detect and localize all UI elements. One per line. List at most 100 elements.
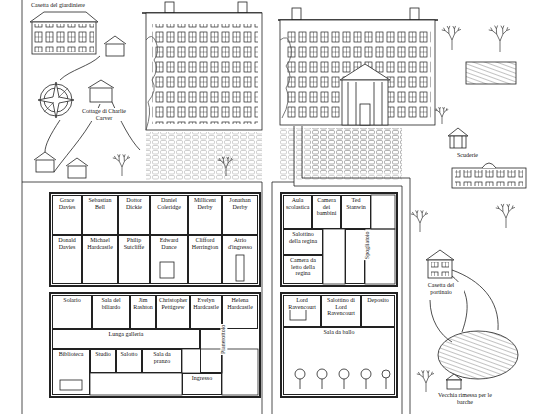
room-box: Pianerottolo: [200, 329, 222, 373]
tree-branch: [427, 370, 428, 373]
room-box: Clifford Herrington: [188, 235, 222, 284]
room-name: Grace Davies: [54, 197, 80, 210]
room-box: Camera da letto della regina: [283, 255, 323, 284]
tree-branch: [496, 25, 497, 28]
tree-branch: [423, 373, 424, 377]
room-box: Lunga galleria: [52, 329, 200, 349]
tree-branch: [501, 204, 503, 207]
tree-branch: [223, 157, 225, 159]
tree-branch: [495, 26, 497, 29]
room-name: Evelyn Hardcastle: [192, 297, 220, 310]
room-box: Grace Davies: [52, 195, 82, 235]
room-name: Sebastian Bell: [84, 197, 116, 210]
tree-branch: [426, 377, 428, 383]
tree-branch: [496, 29, 497, 34]
room-name: Michael Hardcastle: [84, 237, 116, 250]
room-box: Salotto: [116, 349, 142, 373]
room-name: Millicent Derby: [190, 197, 220, 210]
tree-branch: [418, 372, 419, 375]
room-name: Camera da letto della regina: [285, 257, 321, 277]
room-box: Daniel Coleridge: [150, 195, 188, 235]
room-box: Jonathan Derby: [222, 195, 258, 235]
tree-branch: [500, 41, 501, 52]
tree-branch: [453, 26, 455, 29]
room-box: Lord Ravencourt: [283, 295, 321, 327]
tree-branch: [222, 157, 223, 159]
tree-branch: [448, 29, 449, 34]
room-name: Jonathan Derby: [224, 197, 256, 210]
room-name: Salottino della regina: [285, 231, 321, 244]
tree-branch: [444, 28, 446, 31]
room-name: Jim Rashton: [132, 297, 154, 310]
tree-branch: [506, 218, 507, 228]
tree-branch: [446, 108, 448, 110]
room-name: Deposito: [366, 297, 390, 304]
tree-branch: [124, 158, 127, 161]
tree-branch: [443, 107, 445, 109]
tree-branch: [414, 215, 417, 218]
room-box: Millicent Derby: [188, 195, 222, 235]
room-box: Sala del biliardo: [92, 295, 130, 329]
tree-branch: [423, 370, 425, 373]
tree-branch: [420, 217, 422, 223]
room-name: Daniel Coleridge: [152, 197, 186, 210]
tree-branch: [417, 217, 420, 223]
room-name: Philip Sutcliffe: [120, 237, 148, 250]
room-box: Sebastian Bell: [82, 195, 118, 235]
room-name: Camera dei bambini: [314, 197, 339, 217]
tree-branch: [422, 370, 423, 373]
room-box: Edward Dance: [150, 235, 188, 284]
room-name: Ingresso: [191, 375, 213, 382]
tree-branch: [452, 40, 453, 50]
tree-branch: [449, 26, 450, 29]
tree-branch: [226, 163, 228, 168]
tree-branch: [422, 210, 424, 213]
room-box: Deposito: [361, 295, 395, 327]
room-box: Philip Sutcliffe: [118, 235, 150, 284]
room-name: Helena Hardcastle: [224, 297, 256, 310]
room-name: Aula scolastica: [285, 197, 310, 210]
room-name: Lunga galleria: [108, 331, 145, 338]
tree-branch: [452, 34, 455, 40]
room-box: Aula scolastica: [283, 195, 312, 229]
tree-branch: [420, 223, 421, 232]
room-box: Salottino della regina: [283, 229, 323, 255]
tree-branch: [219, 158, 220, 160]
room-name: Dottor Dickie: [120, 197, 148, 210]
tree-branch: [449, 34, 452, 40]
tree-branch: [497, 34, 500, 41]
room-name: Edward Dance: [152, 237, 186, 250]
room-box: Christopher Pettigrew: [156, 295, 190, 329]
tree-branch: [224, 163, 226, 168]
place-label: Casetta del giardiniere: [30, 2, 86, 9]
tree-branch: [428, 370, 430, 373]
room-box: Atrio d'ingresso: [222, 235, 258, 284]
tree-branch: [228, 160, 231, 163]
tree-branch: [123, 154, 124, 157]
tree-branch: [423, 377, 426, 383]
tree-branch: [498, 206, 500, 209]
tree-branch: [503, 26, 504, 29]
room-name: Christopher Pettigrew: [158, 297, 188, 310]
room-box: Sala da ballo: [283, 327, 395, 395]
room-box: Biblioteca: [52, 349, 90, 395]
room-name: Biblioteca: [58, 351, 85, 358]
tree-branch: [439, 107, 440, 109]
room-name: Sala da ballo: [323, 329, 356, 336]
room-box: Evelyn Hardcastle: [190, 295, 222, 329]
tree-branch: [127, 157, 130, 158]
room-name: Donald Davies: [54, 237, 80, 250]
room-name: Clifford Herrington: [190, 237, 220, 250]
tree-branch: [116, 159, 119, 162]
tree-branch: [492, 31, 496, 34]
tree-branch: [458, 29, 461, 30]
tree-branch: [220, 161, 223, 163]
tree-branch: [426, 383, 427, 392]
tree-branch: [506, 212, 509, 218]
tree-branch: [442, 113, 444, 117]
room-box: Jim Rashton: [130, 295, 156, 329]
tree-branch: [454, 26, 455, 29]
tree-branch: [425, 213, 428, 214]
tree-branch: [503, 31, 507, 35]
